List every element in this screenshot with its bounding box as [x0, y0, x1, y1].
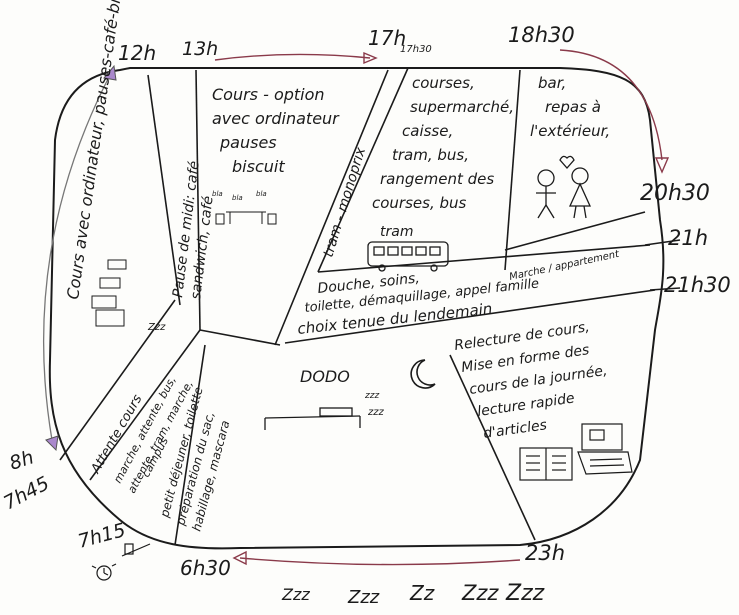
arrowhead-12h — [103, 64, 117, 81]
bottom-zzz-4: Zzz — [461, 581, 499, 605]
arrow-23h-6h30 — [239, 557, 521, 566]
tram-icon — [367, 241, 449, 272]
divider-6h30 — [199, 329, 281, 346]
documents-icon — [519, 447, 573, 481]
bla-1: bla — [212, 190, 223, 198]
divider-18h30 — [504, 69, 521, 271]
divider-20h30 — [504, 211, 646, 251]
shopping-text-5: rangement des — [380, 170, 494, 188]
bottom-zzz-2: Zzz — [347, 587, 380, 608]
bottom-zzz-1: Zzz — [281, 585, 310, 604]
laptop-icon — [577, 423, 633, 475]
time-12h: 12h — [118, 41, 156, 65]
review-text-5: d'articles — [482, 417, 548, 442]
time-13h: 13h — [182, 38, 218, 60]
shopping-text-1: courses, — [412, 74, 475, 92]
bar-text-2: repas à — [545, 98, 601, 116]
moon-icon — [410, 359, 436, 389]
bed-icon — [264, 407, 361, 430]
shopping-text-4: tram, bus, — [392, 146, 469, 164]
divider-13h — [195, 69, 201, 331]
divider-17h30 — [317, 67, 409, 273]
time-18h30: 18h30 — [508, 23, 575, 47]
time-20h30: 20h30 — [640, 181, 710, 206]
time-21h30: 21h30 — [664, 273, 731, 297]
time-17h: 17h — [368, 26, 406, 50]
tram-label: tram — [380, 224, 413, 240]
tram-monoprix-text: tram - monoprix — [321, 145, 370, 259]
divider-17h — [274, 69, 389, 346]
dodo-text: DODO — [300, 367, 350, 386]
divider-8h — [89, 329, 201, 481]
bla-2: bla — [232, 194, 243, 202]
divider-7h45 — [59, 299, 176, 461]
shopping-text-6: courses, bus — [372, 194, 467, 212]
alarm-bed-icon — [121, 543, 151, 557]
afternoon-text-4: biscuit — [232, 157, 285, 176]
time-17h30: 17h30 — [400, 44, 432, 55]
bar-text-3: l'extérieur, — [530, 122, 610, 140]
divider-7h15 — [174, 344, 206, 546]
alarm-clock-icon — [91, 563, 117, 581]
bla-3: bla — [256, 190, 267, 198]
dodo-zzz: zzz — [364, 391, 379, 401]
bar-text-1: bar, — [538, 74, 566, 92]
tick-21h — [644, 239, 681, 246]
couple-figures-icon — [536, 155, 592, 219]
arrow-13h-17h — [214, 53, 371, 61]
divider-21h30 — [284, 289, 656, 344]
tick-21h30 — [649, 287, 681, 291]
afternoon-text-2: avec ordinateur — [212, 109, 340, 128]
arrowhead-20h30 — [654, 157, 670, 174]
bed-zzz: zzz — [367, 407, 384, 418]
time-8h: 8h — [7, 446, 37, 474]
bottom-zzz-5: Zzz — [505, 581, 545, 606]
time-6h30: 6h30 — [180, 556, 231, 580]
shopping-text-3: caisse, — [402, 122, 453, 140]
divider-21h — [317, 244, 651, 273]
arrow-8h-12h — [42, 74, 111, 441]
arrow-18h30-20h30 — [559, 49, 663, 161]
shopping-text-2: supermarché, — [410, 98, 514, 116]
commute-zzz: Zzz — [147, 322, 166, 333]
time-23h: 23h — [525, 541, 565, 565]
desks-icon — [91, 259, 127, 327]
afternoon-text-1: Cours - option — [212, 85, 325, 104]
time-7h15: 7h15 — [76, 519, 128, 553]
divider-23h — [449, 354, 536, 541]
bottom-zzz-3: Zz — [409, 581, 435, 605]
divider-12h — [147, 74, 181, 306]
time-21h: 21h — [668, 226, 708, 250]
clock-outline — [48, 67, 665, 550]
time-7h45: 7h45 — [0, 472, 53, 514]
table-chairs-icon — [215, 211, 277, 225]
arrowhead-17h — [363, 51, 378, 65]
afternoon-text-3: pauses — [219, 133, 277, 152]
arrowhead-6h30 — [232, 550, 247, 566]
arrowhead-8h — [45, 435, 59, 452]
